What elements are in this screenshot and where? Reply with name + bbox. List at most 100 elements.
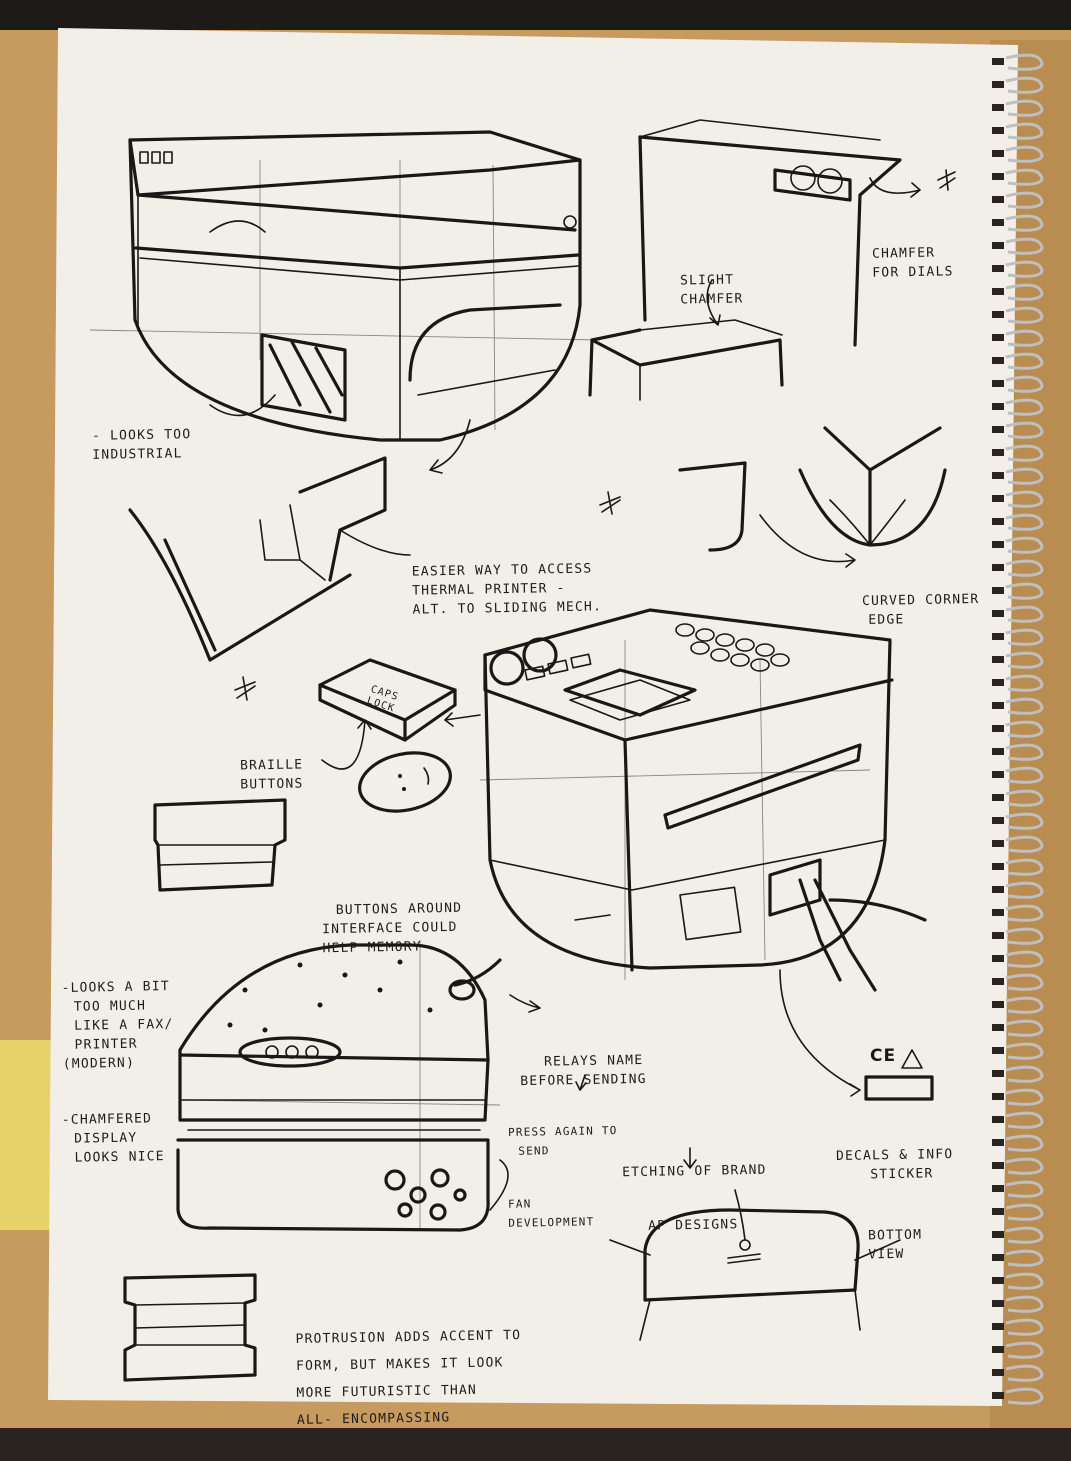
binding-hole	[992, 288, 1004, 295]
spiral-coil	[1005, 1180, 1044, 1198]
spiral-coil	[1005, 950, 1044, 968]
binding-hole	[992, 679, 1004, 686]
binding-hole	[992, 518, 1004, 525]
spiral-coil	[1005, 168, 1044, 186]
spiral-coil	[1005, 260, 1044, 278]
binding-hole	[992, 1047, 1004, 1054]
binding-hole	[992, 58, 1004, 65]
note-ap-designs: AP DESIGNS	[648, 1217, 739, 1234]
bottom-view-sketch	[609, 1208, 901, 1341]
binding-hole	[992, 1300, 1004, 1307]
spiral-coil	[1005, 1341, 1044, 1359]
binding-hole	[992, 1254, 1004, 1261]
binding-hole	[992, 587, 1004, 594]
spiral-coil	[1005, 628, 1044, 646]
binding-hole	[992, 150, 1004, 157]
binding-hole	[992, 1277, 1004, 1284]
spiral-coil	[1005, 858, 1044, 876]
binding-hole	[992, 656, 1004, 663]
spiral-coil	[1005, 1042, 1044, 1060]
binding-hole	[992, 909, 1004, 916]
spiral-coil	[1005, 421, 1044, 439]
spiral-coil	[1005, 1387, 1044, 1405]
spiral-coil	[1005, 352, 1044, 370]
fan-vent	[384, 1168, 467, 1221]
binding-hole	[992, 1208, 1004, 1215]
small-block-sketch	[153, 798, 287, 892]
curved-corner-sketch	[678, 426, 947, 552]
spiral-coil	[1005, 674, 1044, 692]
spiral-coil	[1005, 53, 1044, 71]
spiral-coil	[1005, 1203, 1044, 1221]
spiral-coil	[1005, 329, 1044, 347]
spiral-coil	[1005, 1318, 1044, 1336]
spiral-coil	[1005, 490, 1044, 508]
spiral-coil	[1005, 237, 1044, 255]
spiral-coil	[1005, 697, 1044, 715]
spiral-coil	[1005, 214, 1044, 232]
warning-triangle-icon	[901, 1049, 923, 1069]
binding-hole	[992, 978, 1004, 985]
industrial-box-sketch	[128, 130, 582, 442]
spiral-coil	[1005, 1019, 1044, 1037]
binding-hole	[992, 495, 1004, 502]
binding-hole	[992, 1070, 1004, 1077]
spiral-coil	[1005, 145, 1044, 163]
hinged-panel-sketch	[128, 456, 387, 662]
ce-mark: CE	[870, 1046, 897, 1066]
spiral-coil	[1005, 559, 1044, 577]
binding-hole	[992, 886, 1004, 893]
binding-hole	[992, 1162, 1004, 1169]
spiral-coil	[1005, 513, 1044, 531]
protrusion-block-sketch	[123, 1273, 257, 1382]
star-mark-icon	[234, 169, 956, 701]
binding-hole	[992, 932, 1004, 939]
spiral-coil	[1005, 122, 1044, 140]
spiral-coil	[1005, 1272, 1044, 1290]
binding-hole	[992, 702, 1004, 709]
binding-hole	[992, 794, 1004, 801]
spiral-coil	[1005, 881, 1044, 899]
binding-hole	[992, 748, 1004, 755]
binding-hole	[992, 334, 1004, 341]
binding-hole	[992, 1093, 1004, 1100]
binding-hole	[992, 1116, 1004, 1123]
slight-chamfer-sketch	[588, 319, 784, 401]
spiral-coil	[1005, 444, 1044, 462]
binding-hole	[992, 81, 1004, 88]
spiral-coil	[1005, 766, 1044, 784]
binding-hole	[992, 1231, 1004, 1238]
binding-hole	[992, 265, 1004, 272]
spiral-coil	[1005, 467, 1044, 485]
spiral-coil	[1005, 1364, 1044, 1382]
binding-hole	[992, 449, 1004, 456]
spiral-coil	[1005, 789, 1044, 807]
spiral-coil	[1005, 973, 1044, 991]
binding-hole	[992, 863, 1004, 870]
binding-hole	[992, 380, 1004, 387]
main-device-sketch	[483, 608, 927, 992]
binding-hole	[992, 219, 1004, 226]
binding-hole	[992, 955, 1004, 962]
binding-hole	[992, 541, 1004, 548]
decal-sticker-sketch	[864, 1049, 934, 1101]
binding-hole	[992, 1001, 1004, 1008]
binding-hole	[992, 1369, 1004, 1376]
spiral-coil	[1005, 191, 1044, 209]
binding-hole	[992, 1323, 1004, 1330]
spiral-coil	[1005, 1088, 1044, 1106]
braille-buttons-sketch	[318, 658, 457, 813]
spiral-coil	[1005, 99, 1044, 117]
spiral-coil	[1005, 306, 1044, 324]
spiral-coil	[1005, 927, 1044, 945]
binding-hole	[992, 311, 1004, 318]
